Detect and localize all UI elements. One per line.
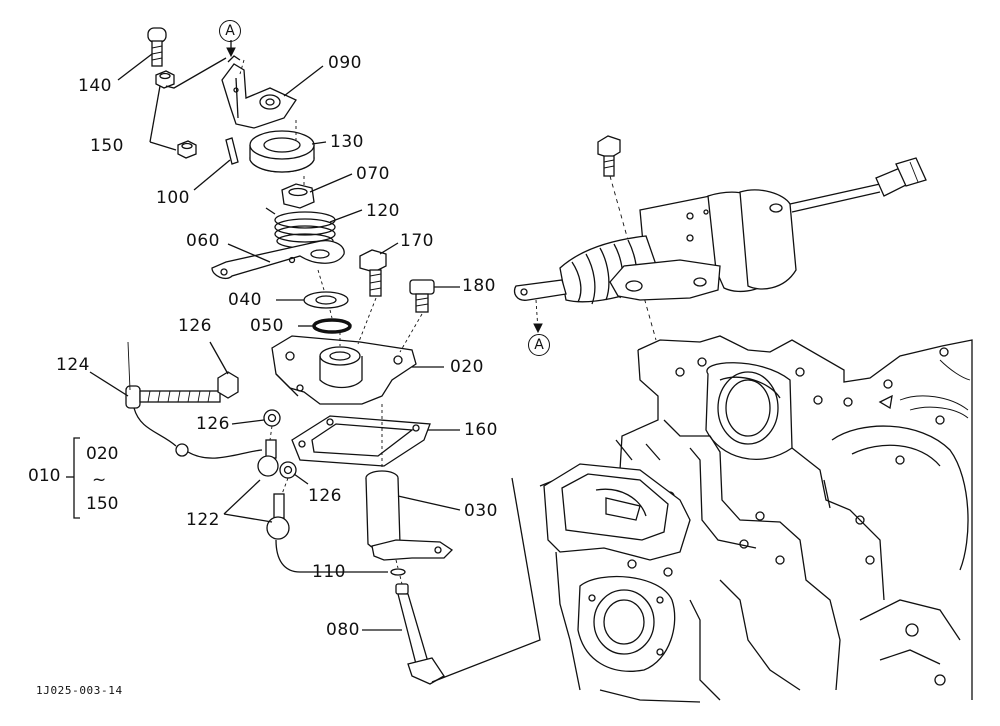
callout-030: 030 — [464, 501, 498, 521]
callout-150: 150 — [90, 136, 124, 156]
drawing-number: 1J025-003-14 — [36, 684, 123, 697]
callout-126-mid: 126 — [196, 414, 230, 434]
callout-124: 124 — [56, 355, 90, 375]
callout-160: 160 — [464, 420, 498, 440]
leader-lines — [66, 53, 541, 683]
part-126-nut-mid — [263, 409, 281, 427]
callout-120: 120 — [366, 201, 400, 221]
group-range-end: 150 — [86, 494, 119, 514]
callout-090: 090 — [328, 53, 362, 73]
callout-100: 100 — [156, 188, 190, 208]
callout-080: 080 — [326, 620, 360, 640]
part-170-bolt — [359, 249, 387, 297]
part-126-nut-bolt — [217, 371, 239, 399]
callout-180: 180 — [462, 276, 496, 296]
callout-140: 140 — [78, 76, 112, 96]
part-080-shaft — [395, 583, 445, 685]
part-030-shaft — [365, 470, 454, 561]
callout-040: 040 — [228, 290, 262, 310]
part-090-bracket — [221, 55, 297, 129]
callout-130: 130 — [330, 132, 364, 152]
callout-126-lower: 126 — [308, 486, 342, 506]
reference-mark-a-lower: A — [528, 334, 550, 356]
part-070-nut — [281, 183, 315, 209]
part-180-bolt — [409, 279, 435, 313]
reference-arrow-upper — [226, 47, 236, 58]
part-122-ball-joint-lower — [266, 493, 290, 540]
part-100-pin — [225, 137, 239, 165]
callout-070: 070 — [356, 164, 390, 184]
stop-solenoid — [513, 135, 927, 341]
callout-110: 110 — [312, 562, 346, 582]
part-040-washer — [303, 291, 349, 309]
part-130-collar — [249, 130, 315, 173]
reference-mark-a-upper: A — [219, 20, 241, 42]
callout-050: 050 — [250, 316, 284, 336]
group-range-start: 020 — [86, 444, 119, 464]
part-150-nut-lower — [177, 140, 197, 159]
part-122-ball-joint-upper — [257, 439, 279, 477]
part-150-nut-upper — [155, 70, 175, 89]
callout-020: 020 — [450, 357, 484, 377]
part-140-bolt — [147, 27, 167, 67]
part-124-long-bolt — [125, 385, 221, 409]
group-range-separator: ~ — [92, 470, 107, 490]
callout-126-upper: 126 — [178, 316, 212, 336]
part-126-nut-low — [279, 461, 297, 479]
callout-170: 170 — [400, 231, 434, 251]
engine-block — [539, 335, 973, 703]
part-050-o-ring — [312, 318, 352, 334]
part-020-housing — [271, 335, 417, 405]
part-160-gasket — [291, 415, 431, 467]
part-060-lever — [211, 240, 345, 280]
part-110-clip — [390, 568, 406, 576]
callout-060: 060 — [186, 231, 220, 251]
callout-122: 122 — [186, 510, 220, 530]
group-label-010: 010 — [28, 466, 61, 486]
